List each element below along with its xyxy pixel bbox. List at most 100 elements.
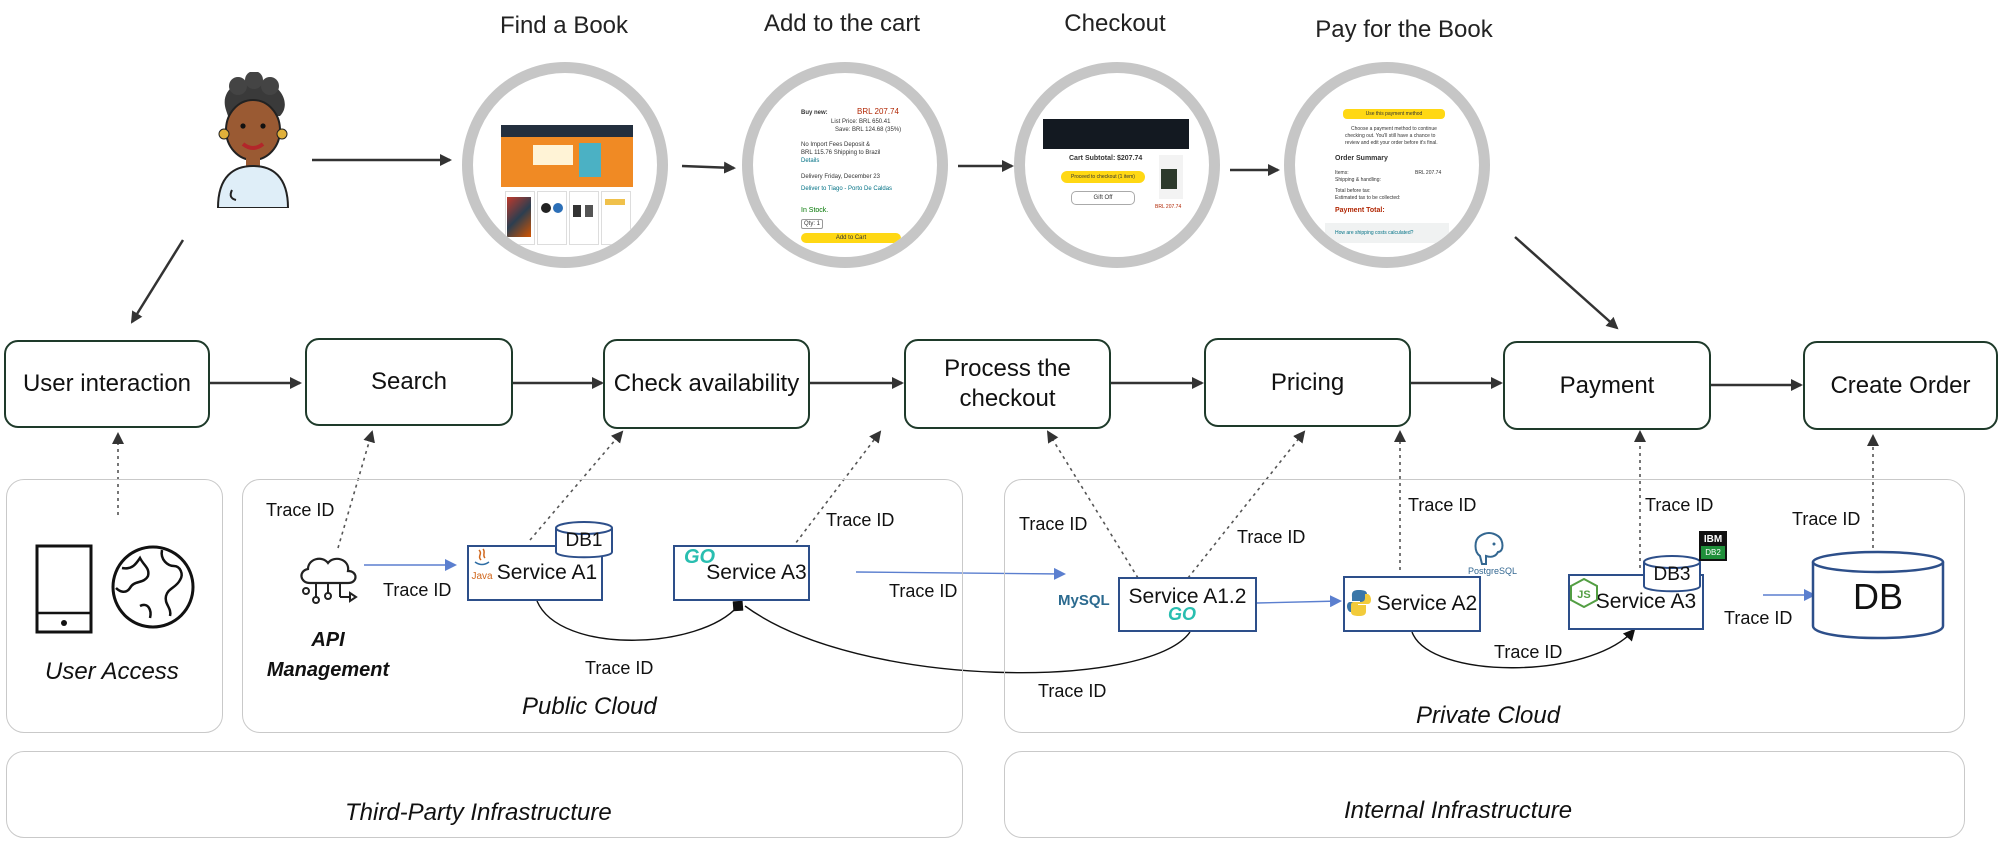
db1-cylinder	[555, 521, 613, 559]
process-user-interaction[interactable]: User interaction	[4, 340, 210, 428]
process-search[interactable]: Search	[305, 338, 513, 426]
dotted-a1-up	[529, 430, 624, 541]
process-pricing[interactable]: Pricing	[1204, 338, 1411, 427]
arrow-pay-down	[1514, 236, 1619, 330]
trace-label-a3-a12: Trace ID	[889, 581, 958, 601]
api-label-line1: API	[311, 629, 345, 651]
step-label-find: Find a Book	[499, 12, 629, 39]
service-a2[interactable]: Service A2	[1343, 576, 1481, 632]
trace-label-checkout-up: Trace ID	[1019, 514, 1088, 534]
curve-a1-a3	[536, 600, 744, 641]
mysql-logo-icon: MySQL	[1058, 592, 1110, 609]
trace-label-db-up: Trace ID	[1792, 509, 1861, 529]
service-a3-public-label: Service A3	[706, 561, 807, 584]
public-cloud-panel	[242, 479, 963, 733]
curve-a2-a3	[1411, 628, 1636, 669]
add-to-cart-screenshot[interactable]: Buy new: BRL 207.74 List Price: BRL 650.…	[742, 62, 948, 268]
ibm-logo-text: IBM	[1703, 534, 1723, 545]
db3-label: DB3	[1653, 564, 1691, 585]
checkout-proceed: Proceed to checkout (1 item)	[1061, 171, 1145, 183]
service-a1[interactable]: Service A1	[467, 545, 603, 601]
service-a2-label: Service A2	[1376, 592, 1478, 615]
cart-details: Details	[801, 158, 820, 164]
mysql-logo-text: MySQL	[1058, 592, 1110, 609]
trace-label-a3-up-private: Trace ID	[1645, 495, 1714, 515]
db3-cylinder	[1643, 555, 1701, 593]
service-a3-private-label: Service A3	[1595, 590, 1697, 613]
mobile-phone-icon	[35, 544, 93, 634]
java-logo-text: Java	[471, 571, 493, 582]
cart-buy-now: Buy new:	[801, 110, 828, 116]
public-cloud-label: Public Cloud	[522, 693, 657, 720]
flow-a3-a12	[855, 567, 1066, 580]
cart-shipping: BRL 115.76 Shipping to Brazil	[801, 150, 881, 156]
trace-label-a1-a3-curve: Trace ID	[585, 658, 654, 678]
pay-est-tax: Estimated tax to be collected:	[1335, 195, 1401, 201]
process-checkout[interactable]: Process the checkout	[904, 339, 1111, 429]
pay-link: How are shipping costs calculated?	[1335, 230, 1414, 236]
db1-label: DB1	[565, 530, 603, 551]
checkout-subtotal: Cart Subtotal:	[1069, 155, 1116, 162]
pay-screenshot[interactable]: Use this payment method Choose a payment…	[1284, 62, 1490, 268]
curve-a12-a3	[744, 605, 1191, 674]
cart-import: No Import Fees Deposit &	[801, 142, 871, 148]
process-check-availability[interactable]: Check availability	[603, 339, 810, 429]
checkout-gift: Gift Off	[1071, 191, 1135, 205]
service-a3-public[interactable]: Service A3	[673, 545, 810, 601]
pay-note-3: review and edit your order before it's f…	[1345, 140, 1438, 146]
ibm-db2-logo: IBM DB2	[1699, 531, 1727, 561]
dotted-a12-right-up	[1187, 430, 1306, 579]
service-a12-label: Service A1.2	[1128, 585, 1247, 608]
database-label: DB	[1852, 576, 1903, 617]
user-access-label: User Access	[45, 658, 179, 685]
checkout-screenshot[interactable]: Cart Subtotal: $207.74 Proceed to checko…	[1014, 62, 1220, 268]
step-label-pay: Pay for the Book	[1315, 16, 1493, 43]
dotted-api-up	[337, 430, 375, 549]
go-logo-public: GO	[684, 546, 716, 568]
nodejs-logo-text: JS	[1577, 589, 1590, 601]
arrow-user-down	[130, 239, 185, 324]
user-avatar-icon	[216, 72, 290, 208]
trace-label-a2-up: Trace ID	[1408, 495, 1477, 515]
cart-deliver-to: Deliver to Tiago - Porto De Caldas	[801, 186, 893, 192]
pay-note-1: Choose a payment method to continue	[1351, 126, 1437, 132]
dotted-a12-left-up	[1046, 430, 1139, 579]
pay-use-method: Use this payment method	[1343, 109, 1445, 119]
trace-label-a12-curve: Trace ID	[1038, 681, 1107, 701]
go-logo-private: GO	[1168, 604, 1197, 624]
cart-stock: In Stock.	[801, 207, 829, 214]
trace-label-a3-db: Trace ID	[1724, 608, 1793, 628]
trace-label-pricing-up: Trace ID	[1237, 527, 1306, 547]
third-party-panel	[6, 751, 963, 838]
cart-save: Save: BRL 124.68 (35%)	[835, 127, 902, 133]
service-a12[interactable]: Service A1.2	[1118, 577, 1257, 632]
private-cloud-label: Private Cloud	[1416, 702, 1561, 729]
pay-note-2: checking out. You'll still have a chance…	[1345, 133, 1436, 139]
trace-label-api-a1: Trace ID	[383, 580, 452, 600]
flow-a12-a2	[1256, 595, 1342, 608]
pay-summary: Order Summary	[1335, 155, 1388, 162]
find-book-screenshot[interactable]	[462, 62, 668, 268]
python-icon	[1347, 590, 1371, 616]
pay-ship: Shipping & handling:	[1335, 177, 1381, 183]
arrow-find-to-cart	[681, 161, 736, 174]
internal-label: Internal Infrastructure	[1344, 797, 1573, 824]
pay-items-val: BRL 207.74	[1415, 170, 1442, 176]
user-access-panel	[6, 479, 223, 733]
pay-items: Items:	[1335, 170, 1349, 176]
checkout-price: BRL 207.74	[1155, 204, 1182, 210]
globe-icon	[111, 545, 195, 629]
process-payment[interactable]: Payment	[1503, 341, 1711, 430]
java-logo-icon: Java	[470, 548, 494, 592]
cart-list-price: List Price: BRL 650.41	[831, 119, 891, 125]
cart-qty: Qty: 1	[801, 219, 824, 229]
step-label-checkout: Checkout	[1064, 10, 1166, 37]
trace-label-a2-a3: Trace ID	[1494, 642, 1563, 662]
process-create-order[interactable]: Create Order	[1803, 341, 1998, 430]
api-management-label: API Management	[260, 625, 396, 685]
pay-before-tax: Total before tax:	[1335, 188, 1371, 194]
trace-label-api-top: Trace ID	[266, 500, 335, 520]
service-a1-label: Service A1	[496, 561, 598, 584]
checkout-amount: $207.74	[1117, 155, 1143, 162]
